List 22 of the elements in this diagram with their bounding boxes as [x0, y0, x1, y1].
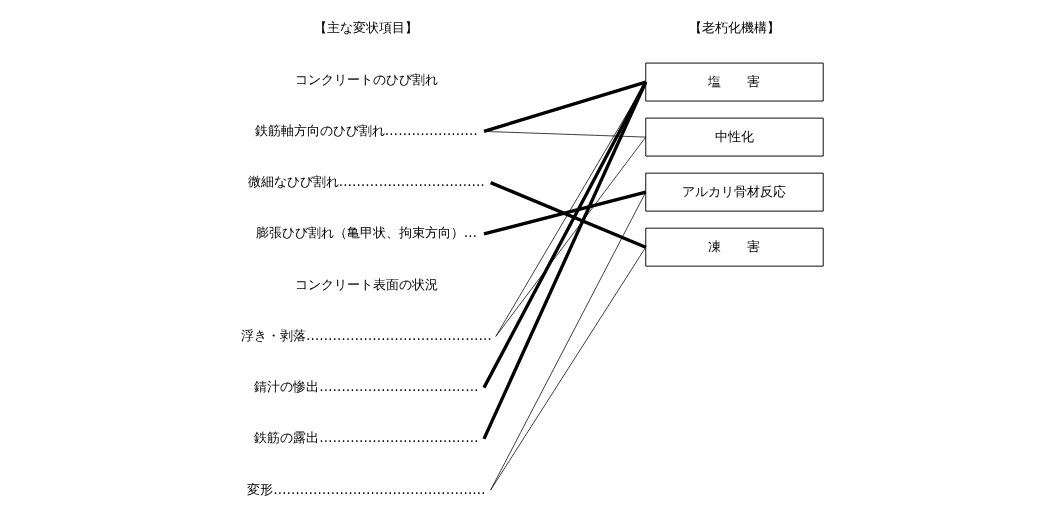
connector — [489, 181, 646, 249]
node-text: 鉄筋の露出……………………………… — [253, 430, 478, 446]
node-box: 凍 害 — [644, 227, 824, 267]
connector — [489, 191, 646, 491]
node-box: アルカリ骨材反応 — [644, 172, 824, 212]
label: コンクリート表面の状況 — [294, 276, 438, 292]
label: コンクリートのひび割れ — [294, 71, 438, 87]
node-text: 微細なひび割れ…………………………… — [247, 174, 485, 190]
node-text: 錆汁の惨出……………………………… — [253, 379, 478, 395]
connector — [483, 80, 646, 133]
node-text: 浮き・剥落…………………………………… — [240, 327, 492, 343]
connector — [483, 131, 646, 138]
node-text: 鉄筋軸方向のひび割れ………………… — [254, 122, 478, 138]
connector — [494, 136, 646, 337]
node-text: 変形………………………………………… — [246, 481, 485, 497]
connector — [489, 246, 646, 491]
label: 【主な変状項目】 — [313, 20, 418, 36]
label: 【老朽化機構】 — [688, 20, 780, 36]
node-box: 塩 害 — [644, 62, 824, 102]
connector — [483, 190, 646, 236]
node-text: 膨張ひび割れ（亀甲状、拘束方向）… — [255, 225, 477, 241]
node-box: 中性化 — [644, 117, 824, 157]
